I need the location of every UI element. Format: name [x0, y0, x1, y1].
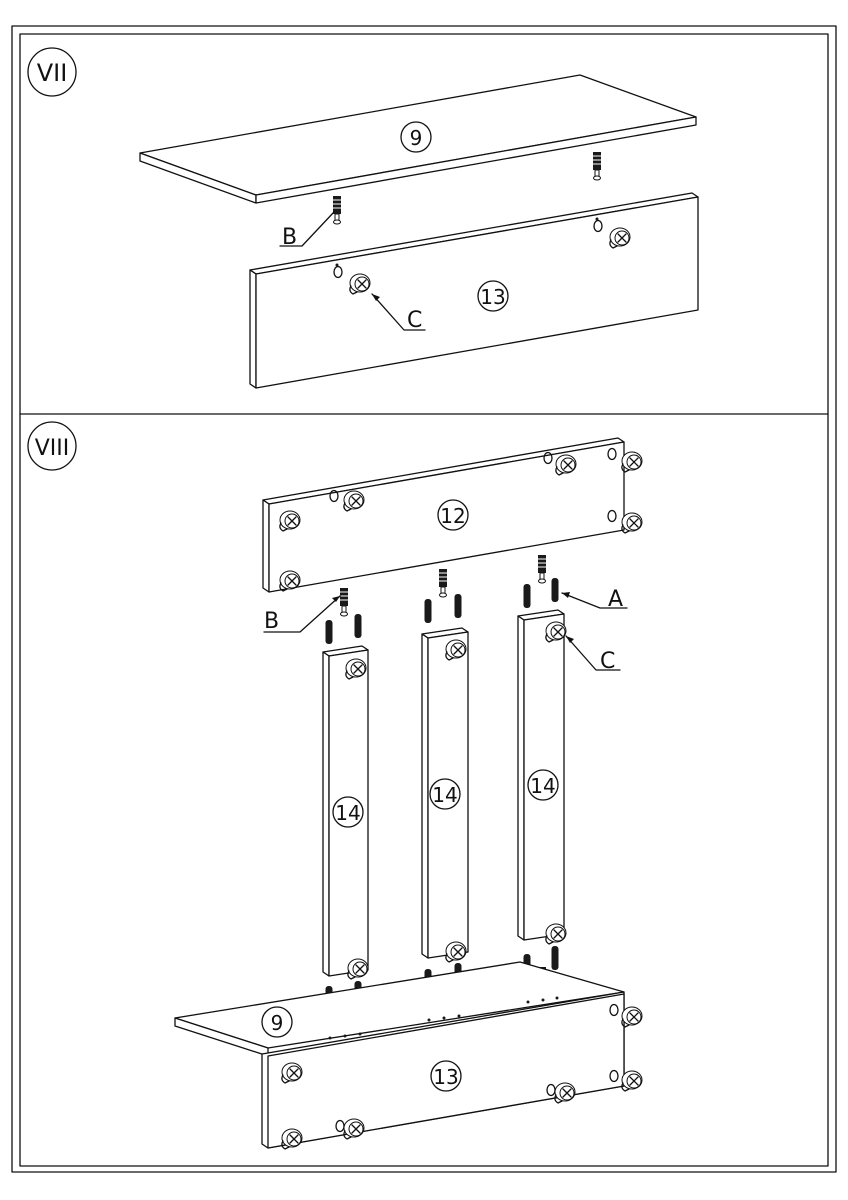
part-14-panel: 14	[322, 645, 369, 980]
part-13-bottom-panel: 13	[261, 991, 643, 1150]
outer-frame	[11, 25, 837, 1173]
part-14-label: 14	[530, 774, 555, 798]
callout-b-viii-label: B	[264, 609, 279, 634]
part-12-label: 12	[440, 504, 465, 528]
cam-bolt	[438, 568, 448, 598]
part-9-bottom-label: 9	[271, 1011, 284, 1035]
callout-b-viii: B	[263, 595, 341, 634]
part-14-panel: 14	[421, 627, 469, 963]
callout-a: A	[561, 587, 628, 612]
callout-c-viii: C	[565, 635, 621, 674]
step-viii-badge: VIII	[27, 421, 77, 471]
cam-bolt	[332, 195, 342, 225]
callout-c-label: C	[407, 308, 422, 333]
step-viii: VIII 12	[27, 421, 643, 1150]
part-14-panel: 14	[517, 609, 567, 945]
part-9-top-board: 9	[139, 74, 697, 204]
callout-b: B	[279, 211, 335, 250]
part-13-bottom-label: 13	[433, 1065, 458, 1089]
step-vii: VII 9 13 B	[27, 47, 699, 389]
part-14-label: 14	[335, 801, 360, 825]
part-14-label: 14	[432, 783, 457, 807]
callout-c-viii-label: C	[600, 649, 615, 674]
part-12-panel: 12	[262, 437, 643, 593]
part-13-panel: 13	[249, 192, 699, 389]
cam-bolt	[537, 554, 547, 584]
cam-bolt	[592, 151, 602, 181]
part-9-label: 9	[410, 126, 423, 150]
step-viii-number: VIII	[35, 436, 70, 461]
cam-bolt	[339, 587, 349, 617]
step-vii-number: VII	[37, 59, 68, 87]
part-13-label: 13	[480, 285, 505, 309]
callout-b-label: B	[282, 225, 297, 250]
callout-a-label: A	[608, 587, 623, 612]
inner-frame	[19, 33, 829, 1167]
step-vii-badge: VII	[27, 47, 77, 97]
callout-c: C	[371, 293, 426, 333]
